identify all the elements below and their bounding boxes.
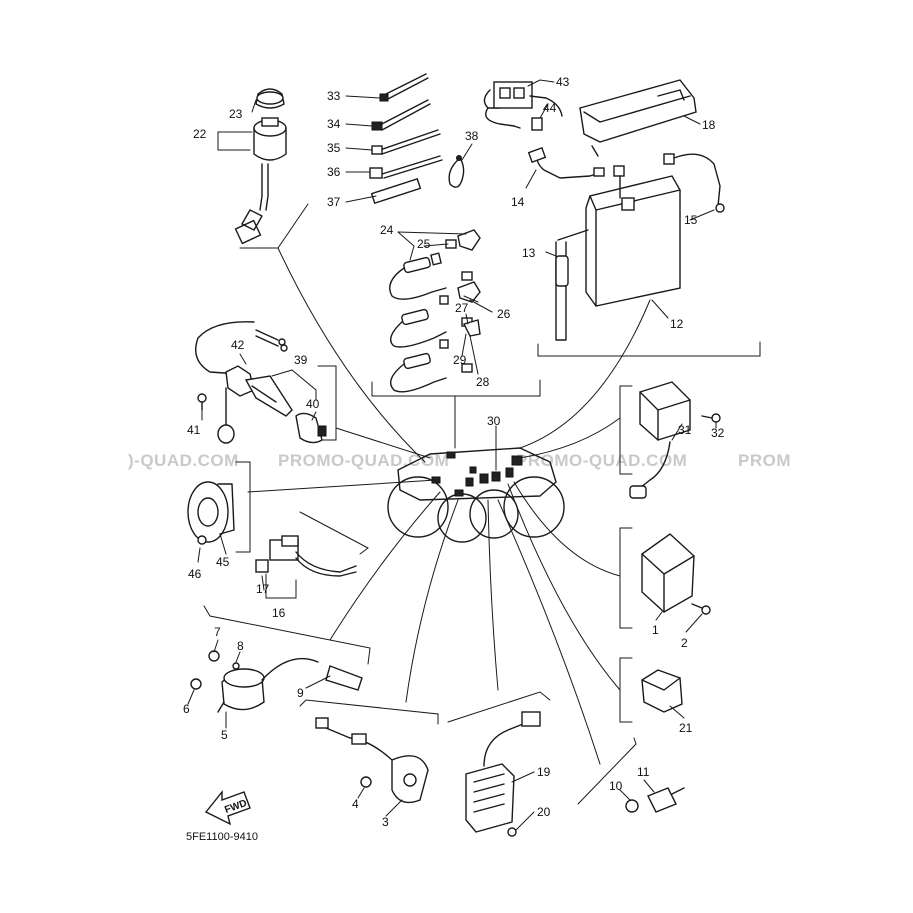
drawing-code: 5FE1100-9410 bbox=[186, 831, 258, 843]
label-5: 5 bbox=[221, 728, 228, 742]
neutral-switch bbox=[625, 787, 685, 813]
starter-relay bbox=[190, 650, 363, 713]
main-switch bbox=[234, 88, 287, 245]
battery bbox=[527, 147, 725, 341]
cable-bands bbox=[369, 73, 443, 205]
label-45: 45 bbox=[216, 555, 230, 569]
label-15: 15 bbox=[684, 213, 698, 227]
label-14: 14 bbox=[511, 195, 525, 209]
horn bbox=[187, 481, 235, 545]
label-11: 11 bbox=[637, 765, 650, 779]
cdi-unit bbox=[641, 533, 711, 615]
vehicle-frame bbox=[387, 447, 565, 543]
label-8: 8 bbox=[237, 639, 244, 653]
pickup-coil bbox=[315, 717, 429, 804]
label-27: 27 bbox=[455, 301, 469, 315]
label-18: 18 bbox=[702, 118, 716, 132]
label-35: 35 bbox=[327, 141, 341, 155]
label-33: 33 bbox=[327, 89, 341, 103]
relay-31 bbox=[629, 381, 721, 499]
label-3: 3 bbox=[382, 815, 389, 829]
label-44: 44 bbox=[543, 101, 557, 115]
label-29: 29 bbox=[453, 353, 467, 367]
label-6: 6 bbox=[183, 702, 190, 716]
watermark-center-right: PROMO-QUAD.COM bbox=[516, 451, 687, 470]
leader-lines bbox=[203, 203, 761, 805]
label-13: 13 bbox=[522, 246, 536, 260]
label-24: 24 bbox=[380, 223, 394, 237]
label-42: 42 bbox=[231, 338, 245, 352]
label-9: 9 bbox=[297, 686, 304, 700]
label-7: 7 bbox=[214, 625, 221, 639]
label-28: 28 bbox=[476, 375, 490, 389]
label-17: 17 bbox=[256, 582, 270, 596]
watermark-right: PROM bbox=[738, 451, 791, 470]
speed-cable bbox=[195, 321, 327, 444]
rectifier-regulator bbox=[465, 711, 541, 837]
label-4: 4 bbox=[352, 797, 359, 811]
label-20: 20 bbox=[537, 805, 551, 819]
label-1: 1 bbox=[652, 623, 659, 637]
label-40: 40 bbox=[306, 397, 320, 411]
label-16: 16 bbox=[272, 606, 286, 620]
label-22: 22 bbox=[193, 127, 207, 141]
label-39: 39 bbox=[294, 353, 308, 367]
label-10: 10 bbox=[609, 779, 623, 793]
label-26: 26 bbox=[497, 307, 511, 321]
label-12: 12 bbox=[670, 317, 684, 331]
label-32: 32 bbox=[711, 426, 725, 440]
label-41: 41 bbox=[187, 423, 201, 437]
clip-38 bbox=[448, 155, 465, 188]
label-34: 34 bbox=[327, 117, 341, 131]
battery-cover bbox=[579, 79, 697, 157]
label-23: 23 bbox=[229, 107, 243, 121]
watermark-left: )-QUAD.COM bbox=[128, 451, 239, 470]
label-2: 2 bbox=[681, 636, 688, 650]
label-43: 43 bbox=[556, 75, 570, 89]
part-labels: 23 22 33 34 35 36 37 38 24 25 26 27 29 2… bbox=[183, 75, 725, 829]
label-leaders bbox=[187, 79, 717, 831]
coupler-16 bbox=[255, 535, 357, 577]
label-31: 31 bbox=[678, 423, 692, 437]
label-19: 19 bbox=[537, 765, 551, 779]
part-21 bbox=[641, 669, 683, 713]
label-37: 37 bbox=[327, 195, 341, 209]
starter-relay-lead bbox=[483, 81, 563, 131]
label-36: 36 bbox=[327, 165, 341, 179]
fwd-arrow: FWD bbox=[204, 790, 251, 826]
label-25: 25 bbox=[417, 237, 431, 251]
label-46: 46 bbox=[188, 567, 202, 581]
label-21: 21 bbox=[679, 721, 693, 735]
watermark: )-QUAD.COM PROMO-QUAD.COM PROMO-QUAD.COM… bbox=[128, 451, 791, 470]
label-30: 30 bbox=[487, 414, 501, 428]
label-38: 38 bbox=[465, 129, 479, 143]
plug-leads bbox=[389, 229, 481, 393]
